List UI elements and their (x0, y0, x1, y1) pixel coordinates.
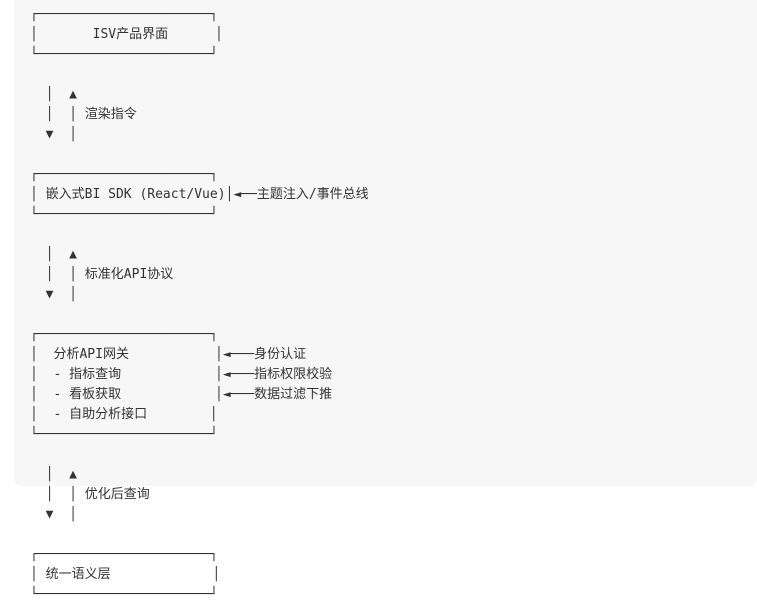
arrow-up-1: │ ▲ (30, 87, 77, 102)
arrow-up-3: │ ▲ (30, 467, 77, 482)
arrow-up-2: │ ▲ (30, 247, 77, 262)
gateway-item-dashboard: │ - 看板获取 │◄───数据过滤下推 (30, 387, 333, 402)
arrow-label-render: │ │ 渲染指令 (30, 107, 137, 122)
gateway-box-bottom: └──────────────────────┘ (30, 427, 218, 442)
diagram-panel (14, 0, 757, 486)
arrow-label-api: │ │ 标准化API协议 (30, 267, 174, 282)
arrow-down-1: ▼ │ (30, 127, 77, 142)
semantic-box-label: │ 统一语义层 │ (30, 567, 221, 582)
semantic-box-top: ┌──────────────────────┐ (30, 547, 218, 562)
gateway-item-self-service: │ - 自助分析接口 │ (30, 407, 218, 422)
semantic-box-bottom: └──────────────────────┘ (30, 587, 218, 602)
architecture-diagram: ┌──────────────────────┐ │ ISV产品界面 │ └──… (30, 5, 369, 605)
arrow-label-optimized: │ │ 优化后查询 (30, 487, 150, 502)
isv-ui-box-bottom: └──────────────────────┘ (30, 47, 218, 62)
arrow-down-2: ▼ │ (30, 287, 77, 302)
isv-ui-box-label: │ ISV产品界面 │ (30, 27, 223, 42)
arrow-down-3: ▼ │ (30, 507, 77, 522)
gateway-item-metric-query: │ - 指标查询 │◄───指标权限校验 (30, 367, 333, 382)
sdk-box-top: ┌──────────────────────┐ (30, 167, 218, 182)
sdk-box-bottom: └──────────────────────┘ (30, 207, 218, 222)
gateway-box-title: │ 分析API网关 │◄───身份认证 (30, 347, 307, 362)
sdk-box-label: │ 嵌入式BI SDK (React/Vue)│◄──主题注入/事件总线 (30, 187, 369, 202)
gateway-box-top: ┌──────────────────────┐ (30, 327, 218, 342)
isv-ui-box-top: ┌──────────────────────┐ (30, 7, 218, 22)
